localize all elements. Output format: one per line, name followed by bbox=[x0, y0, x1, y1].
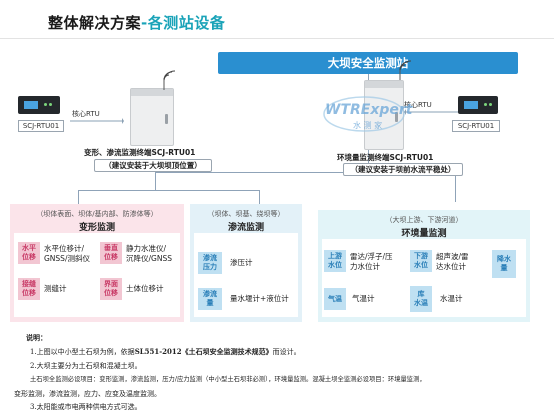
rtu-label-right: SCJ-RTU01 bbox=[452, 120, 500, 132]
panel-seepage-sub: （坝体、坝基、绕坝等） bbox=[207, 210, 285, 218]
item-horizontal-displacement: 水平位移计/ GNSS/测斜仪 bbox=[44, 244, 90, 263]
core-rtu-label-left: 核心RTU bbox=[72, 110, 100, 118]
chip-precipitation: 降水 量 bbox=[492, 250, 516, 278]
rtu-led bbox=[484, 103, 487, 106]
item-downstream-level: 超声波/雷 达水位计 bbox=[436, 252, 469, 271]
chip-upstream-level: 上游 水位 bbox=[324, 250, 346, 272]
chip-interface-displacement: 界面 位移 bbox=[100, 278, 122, 300]
rtu-device-right bbox=[458, 96, 498, 114]
panel-deformation-sub: （坝体表面、坝体/基内部、防渗体等） bbox=[36, 210, 158, 218]
notes-line-1: 1.上图以中小型土石坝为例，依据SL551-2012《土石坝安全监测技术规范》而… bbox=[30, 347, 301, 356]
panel-environment-title: 环境量监测 bbox=[401, 229, 447, 239]
notes-line-5: 3.太阳能或市电两种供电方式可选。 bbox=[30, 403, 142, 411]
watermark-subtext: 水 测 家 bbox=[353, 121, 383, 130]
chip-reservoir-water-temp: 库 水温 bbox=[410, 286, 432, 312]
panel-seepage: （坝体、坝基、绕坝等） 渗流监测 渗流 压力 渗压计 渗流 量 量水堰计+液位计 bbox=[190, 204, 302, 322]
notes-line-4: 变形监测，渗流监测，应力、应变及温度监测。 bbox=[14, 390, 161, 398]
page-title-highlight: -各测站设备 bbox=[141, 14, 226, 32]
rtu-screen bbox=[464, 101, 478, 109]
item-air-temperature: 气温计 bbox=[352, 294, 375, 303]
connector-mid bbox=[155, 172, 156, 190]
caption-right: 环境量监测终端SCJ-RTU01 bbox=[337, 153, 434, 162]
item-upstream-level: 雷达/浮子/压 力水位计 bbox=[350, 252, 393, 271]
item-seepage-pressure: 渗压计 bbox=[230, 258, 253, 267]
panel-environment-sub: （大坝上游、下游河道） bbox=[385, 216, 463, 224]
chip-vertical-displacement: 垂直 位移 bbox=[100, 242, 122, 264]
rtu-led bbox=[44, 103, 47, 106]
panel-deformation-title: 变形监测 bbox=[78, 223, 115, 233]
cabinet-left bbox=[130, 88, 174, 146]
page-title: 整体解决方案-各测站设备 bbox=[48, 12, 225, 33]
core-rtu-arrow-right bbox=[404, 109, 458, 115]
connector-top bbox=[155, 172, 455, 173]
watermark-logo: WTRExpert 水 测 家 bbox=[323, 96, 412, 136]
caption-left: 变形、渗流监测终端SCJ-RTU01 bbox=[84, 148, 196, 157]
connector-bracket bbox=[78, 190, 260, 204]
wireless-signal-icon bbox=[163, 70, 176, 90]
core-rtu-label-right: 核心RTU bbox=[404, 101, 432, 109]
rtu-device-left bbox=[18, 96, 60, 114]
item-reservoir-water-temp: 水温计 bbox=[440, 294, 463, 303]
chip-horizontal-displacement: 水平 位移 bbox=[18, 242, 40, 264]
panel-deformation-body bbox=[14, 233, 180, 317]
item-seepage-flow: 量水堰计+液位计 bbox=[230, 294, 289, 303]
subcaption-left: （建议安装于大坝坝顶位置） bbox=[94, 159, 212, 172]
panel-seepage-title: 渗流监测 bbox=[227, 223, 264, 233]
subcaption-right: （建议安装于坝前水流平稳处） bbox=[343, 163, 463, 176]
chip-air-temperature: 气温 bbox=[324, 288, 346, 310]
chip-downstream-level: 下游 水位 bbox=[410, 250, 432, 272]
title-divider bbox=[0, 38, 554, 39]
rtu-led bbox=[489, 103, 492, 106]
notes-line-3: 土石坝全监测必设项目：变形监测，渗流监测，压力/应力监测（中小型土石坝非必测），… bbox=[30, 376, 426, 383]
panel-deformation: （坝体表面、坝体/基内部、防渗体等） 变形监测 水平 位移 水平位移计/ GNS… bbox=[10, 204, 184, 322]
wireless-signal-icon bbox=[399, 60, 412, 80]
panel-environment: （大坝上游、下游河道） 环境量监测 上游 水位 雷达/浮子/压 力水位计 下游 … bbox=[318, 210, 530, 322]
chip-joint-displacement: 接缝 位移 bbox=[18, 278, 40, 300]
core-rtu-arrow-left bbox=[70, 118, 124, 124]
rtu-label-left: SCJ-RTU01 bbox=[18, 120, 64, 132]
notes-title: 说明： bbox=[26, 333, 47, 342]
watermark-swoosh bbox=[323, 96, 405, 132]
item-interface-displacement: 土体位移计 bbox=[126, 284, 164, 293]
station-banner: 大坝安全监测站 bbox=[218, 52, 518, 74]
notes-line-2: 2.大坝主要分为土石坝和混凝土坝。 bbox=[30, 362, 142, 370]
chip-seepage-pressure: 渗流 压力 bbox=[198, 252, 222, 274]
cabinet-right bbox=[364, 80, 404, 150]
page-title-main: 整体解决方案 bbox=[48, 14, 142, 32]
rtu-led bbox=[49, 103, 52, 106]
item-vertical-displacement: 静力水准仪/ 沉降仪/GNSS bbox=[126, 244, 172, 263]
connector-right-down bbox=[455, 172, 456, 202]
watermark-text: WTRExpert bbox=[325, 102, 413, 118]
chip-seepage-flow: 渗流 量 bbox=[198, 288, 222, 310]
item-joint-displacement: 测缝计 bbox=[44, 284, 67, 293]
rtu-screen bbox=[24, 101, 38, 109]
